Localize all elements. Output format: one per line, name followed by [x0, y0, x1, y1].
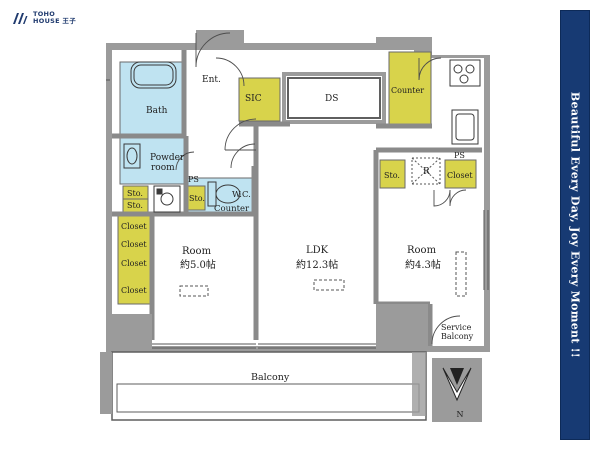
- sic-label: SIC: [245, 94, 262, 104]
- brand-logo: TOHO HOUSE 王子: [12, 10, 76, 26]
- kitchen-counter-area: [388, 51, 432, 127]
- windows: [106, 79, 489, 349]
- powder-label-1: Powder: [150, 153, 185, 163]
- logo-mark-icon: [13, 13, 28, 24]
- powder-label-2: room: [151, 163, 175, 173]
- door-swings: [175, 32, 467, 345]
- balcony-label: Balcony: [251, 372, 290, 383]
- room-labels: Ent. Bath Powder room SIC DS Counter PS …: [121, 75, 474, 383]
- cooktop-icon: [449, 59, 481, 87]
- closet-right-area: [444, 159, 477, 189]
- sto-label-3: Sto.: [189, 194, 205, 203]
- ps-left-label: PS: [188, 175, 199, 184]
- refrigerator-label: R: [423, 167, 430, 177]
- sic-area: [238, 77, 281, 122]
- closet-right-label: Closet: [447, 171, 473, 180]
- wc-label: W.C.: [232, 190, 251, 200]
- ps-right-label: PS: [454, 151, 465, 160]
- bathtub-icon: [130, 61, 177, 89]
- closet-label-3: Closet: [121, 259, 147, 268]
- closet-label-4: Closet: [121, 286, 147, 295]
- closet-label-1: Closet: [121, 222, 147, 231]
- ldk-name: LDK: [306, 245, 329, 256]
- partition-walls: [112, 50, 482, 346]
- compass: N: [432, 358, 482, 422]
- ceiling-light-icons: [179, 251, 467, 297]
- sto-label-2: Sto.: [127, 201, 143, 210]
- room-right-name: Room: [407, 245, 437, 256]
- logo-text: TOHO HOUSE 王子: [33, 11, 76, 25]
- service-balcony-label-2: Balcony: [441, 332, 474, 341]
- room-left-size: 約5.0帖: [180, 258, 216, 271]
- balcony-area: [100, 351, 427, 421]
- ds-duct: [287, 77, 381, 119]
- refrigerator-icon: [411, 157, 441, 185]
- side-banner: [560, 10, 590, 440]
- side-banner-text: Beautiful Every Day, Joy Every Moment !!: [568, 91, 582, 359]
- powder-room-area: [119, 137, 186, 185]
- toilet-icon: [207, 181, 241, 207]
- north-label: N: [457, 410, 464, 419]
- storage-blocks: [117, 51, 477, 305]
- ldk-size: 約12.3帖: [296, 258, 338, 271]
- bath-area: [119, 61, 184, 137]
- closet-label-2: Closet: [121, 240, 147, 249]
- wall-blocks: [112, 304, 428, 346]
- ent-label: Ent.: [202, 75, 221, 85]
- service-balcony-label-1: Service: [441, 323, 472, 332]
- kitchen-counter-label: Counter: [391, 86, 424, 95]
- sto-label-4: Sto.: [384, 171, 400, 180]
- storage-right: [379, 159, 406, 189]
- washer-pan-icon: [153, 185, 181, 213]
- bath-label: Bath: [146, 106, 168, 116]
- sink-icon: [123, 143, 141, 169]
- room-right-size: 約4.3帖: [405, 258, 441, 271]
- logo-line1: TOHO: [33, 10, 56, 18]
- ds-label: DS: [325, 94, 338, 104]
- wc-counter-label: Counter: [214, 204, 250, 214]
- kitchen-sink-icon: [451, 109, 479, 145]
- room-left-name: Room: [182, 246, 212, 257]
- sto-label-1: Sto.: [127, 189, 143, 198]
- logo-line2: HOUSE 王子: [33, 17, 77, 25]
